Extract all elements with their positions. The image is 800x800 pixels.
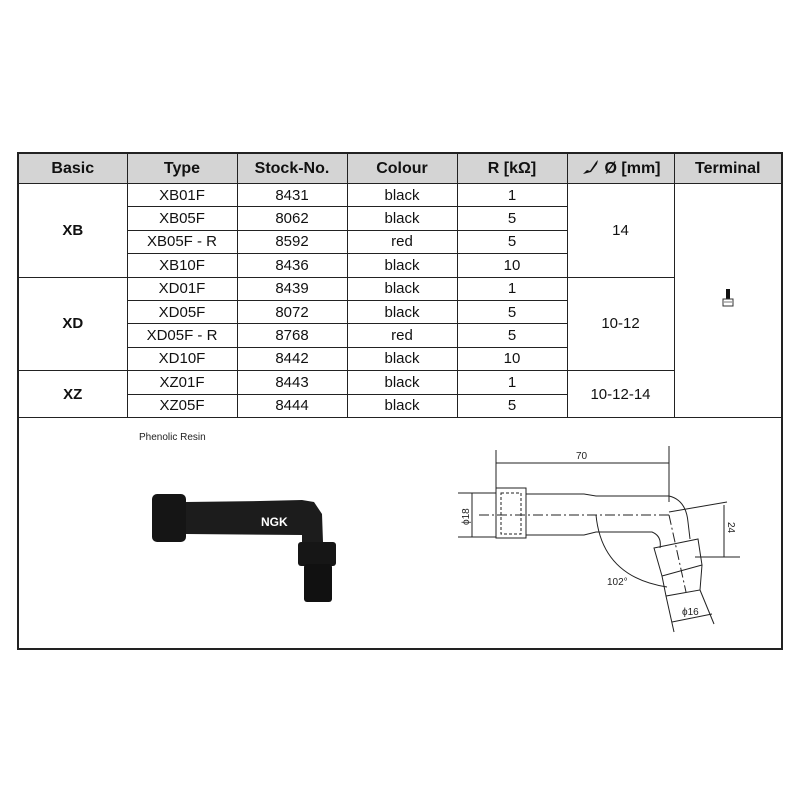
type-cell: XB05F - R	[126, 229, 238, 255]
material-caption: Phenolic Resin	[139, 432, 206, 443]
resistance-cell: 10	[456, 346, 568, 372]
colour-cell: black	[346, 182, 458, 208]
dimension-drawing	[458, 446, 740, 633]
stock-cell: 8442	[236, 346, 348, 372]
terminal-cell	[673, 183, 781, 418]
header-diameter: Ø [mm]	[566, 154, 675, 184]
colour-cell: red	[346, 229, 458, 255]
type-cell: XB01F	[126, 182, 238, 208]
type-cell: XD05F	[126, 299, 238, 325]
stock-cell: 8768	[236, 323, 348, 348]
type-cell: XZ05F	[126, 393, 238, 418]
length-label: 70	[576, 451, 588, 462]
colour-cell: black	[346, 370, 458, 395]
resistance-cell: 10	[456, 253, 568, 278]
type-cell: XD05F - R	[126, 323, 238, 348]
colour-cell: black	[346, 253, 458, 278]
type-cell: XB05F	[126, 206, 238, 231]
stock-cell: 8443	[236, 370, 348, 395]
resistance-cell: 1	[456, 182, 568, 208]
basic-cell: XB	[19, 183, 128, 278]
spark-plug-icon	[582, 160, 598, 174]
brand-logo: NGK	[261, 515, 288, 529]
resistance-cell: 5	[456, 229, 568, 255]
resistance-cell: 5	[456, 323, 568, 348]
header-colour: Colour	[346, 154, 458, 184]
resistance-cell: 1	[456, 370, 568, 395]
terminal-diameter-label: ϕ16	[682, 607, 699, 618]
type-cell: XZ01F	[126, 370, 238, 395]
angle-label: 102°	[607, 577, 628, 588]
colour-cell: black	[346, 393, 458, 418]
colour-cell: red	[346, 323, 458, 348]
header-terminal: Terminal	[673, 154, 781, 184]
header-stock: Stock-No.	[236, 154, 348, 184]
diameter-cell: 14	[566, 183, 675, 278]
type-cell: XB10F	[126, 253, 238, 278]
resistance-cell: 1	[456, 276, 568, 301]
plug-cap-photo: NGK	[152, 494, 336, 602]
stock-cell: 8592	[236, 229, 348, 255]
stock-cell: 8444	[236, 393, 348, 418]
terminal-icon	[722, 289, 734, 307]
diameter-cell: 10-12	[566, 276, 675, 372]
stock-cell: 8072	[236, 299, 348, 325]
diameter-cell: 10-12-14	[566, 370, 675, 418]
basic-cell: XD	[19, 276, 128, 372]
stock-cell: 8439	[236, 276, 348, 301]
type-cell: XD01F	[126, 276, 238, 301]
resistance-cell: 5	[456, 206, 568, 231]
colour-cell: black	[346, 276, 458, 301]
offset-label: 24	[725, 522, 736, 534]
header-basic: Basic	[19, 154, 128, 184]
header-resistance: R [kΩ]	[456, 154, 568, 184]
product-illustration-area: Phenolic Resin NGK	[19, 420, 781, 648]
resistance-cell: 5	[456, 299, 568, 325]
resistance-cell: 5	[456, 393, 568, 418]
type-cell: XD10F	[126, 346, 238, 372]
colour-cell: black	[346, 299, 458, 325]
colour-cell: black	[346, 346, 458, 372]
colour-cell: black	[346, 206, 458, 231]
stock-cell: 8062	[236, 206, 348, 231]
spec-table: Basic Type Stock-No. Colour R [kΩ] Ø [mm…	[19, 154, 781, 418]
cap-diameter-label: ϕ18	[461, 508, 472, 525]
header-type: Type	[126, 154, 238, 184]
basic-cell: XZ	[19, 370, 128, 418]
product-photo: NGK 70 ϕ18 24 102° ϕ16	[152, 446, 740, 633]
product-spec-sheet: Basic Type Stock-No. Colour R [kΩ] Ø [mm…	[17, 152, 783, 650]
stock-cell: 8436	[236, 253, 348, 278]
stock-cell: 8431	[236, 182, 348, 208]
